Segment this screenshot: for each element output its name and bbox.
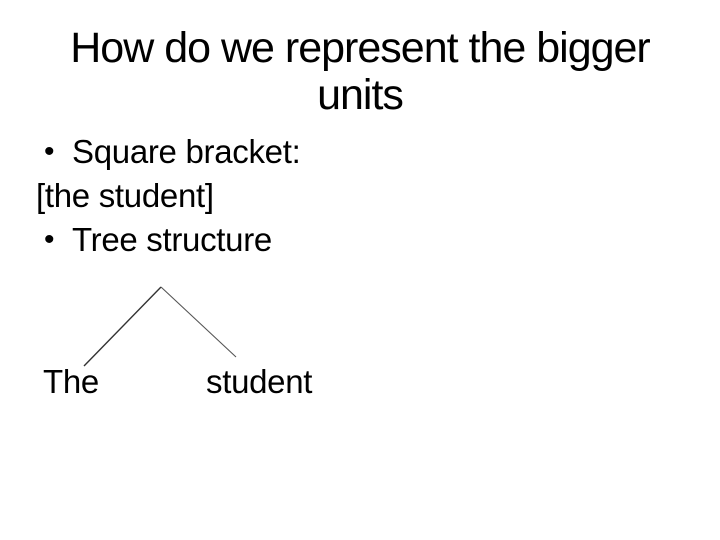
title-line-2: units: [317, 71, 404, 119]
tree-leaf-student: student: [206, 363, 313, 400]
tree-left-branch: [83, 286, 162, 367]
bullet-item-tree-structure: • Tree structure: [36, 218, 676, 262]
bullet-list: • Square bracket: [the student] • Tree s…: [36, 130, 676, 262]
bullet-marker: •: [44, 135, 55, 168]
bullet-marker: •: [44, 223, 55, 256]
bracket-example-line: [the student]: [36, 174, 676, 218]
tree-right-branch: [160, 286, 237, 358]
bracket-example-text: [the student]: [36, 177, 214, 214]
bullet-text: Tree structure: [72, 221, 272, 258]
title-line-1: How do we represent the bigger: [70, 24, 651, 72]
bullet-item-square-bracket: • Square bracket:: [36, 130, 676, 174]
tree-leaf-the: The: [43, 363, 99, 400]
slide-title: How do we represent the bigger units: [0, 25, 720, 119]
bullet-text: Square bracket:: [72, 133, 301, 170]
